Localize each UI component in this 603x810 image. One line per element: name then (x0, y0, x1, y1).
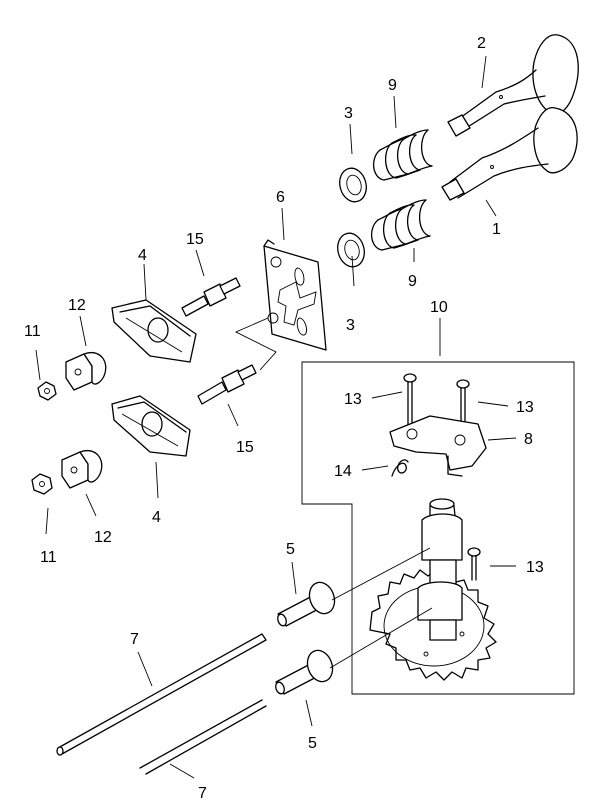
leader-lines (35, 55, 517, 779)
callout-4-upper: 4 (138, 247, 147, 264)
valve-1 (441, 106, 578, 201)
jam-nut-11-upper (37, 381, 57, 401)
callout-13-right: 13 (516, 399, 534, 416)
valve-spring-lower (371, 199, 431, 251)
callout-13-left: 13 (344, 391, 362, 408)
jam-nut-11-lower (31, 473, 53, 495)
callout-12-upper: 12 (68, 297, 86, 314)
callout-8: 8 (524, 431, 533, 448)
spring-clip-14 (391, 459, 409, 477)
spring-retainer-upper (339, 167, 367, 203)
leader-plate-to-stud (234, 317, 277, 371)
callout-14: 14 (334, 463, 352, 480)
callout-11-lower: 11 (40, 549, 57, 566)
screw-13-lower (467, 547, 481, 581)
stud-15-lower (197, 364, 257, 405)
callout-7-lower: 7 (198, 785, 207, 802)
callout-5-lower: 5 (308, 735, 317, 752)
spring-retainer-lower (337, 232, 365, 268)
callout-1: 1 (492, 221, 501, 238)
callout-9-upper: 9 (388, 77, 397, 94)
callout-3-lower: 3 (346, 317, 355, 334)
callout-11-upper: 11 (24, 323, 41, 340)
camshaft (417, 498, 463, 641)
push-rod-7-lower (139, 699, 267, 775)
adjusting-nut-12-lower (61, 449, 103, 489)
callout-15-lower: 15 (236, 439, 254, 456)
callout-12-lower: 12 (94, 529, 112, 546)
callout-10: 10 (430, 299, 448, 316)
valve-2 (447, 34, 579, 137)
callout-7-upper: 7 (130, 631, 139, 648)
tappet-5-lower (275, 607, 433, 695)
callout-labels: 2 1 3 9 3 9 6 15 15 4 4 12 12 11 11 10 1… (24, 35, 544, 802)
adjusting-nut-12-upper (65, 351, 107, 391)
valve-spring-upper (373, 129, 433, 181)
rocker-arm-lower (111, 395, 191, 457)
governor-bracket-8 (389, 415, 487, 477)
callout-13-lower: 13 (526, 559, 544, 576)
camshaft-group-box (301, 361, 575, 695)
callout-5-upper: 5 (286, 541, 295, 558)
tappet-5-upper (277, 547, 431, 627)
callout-4-lower: 4 (152, 509, 161, 526)
callout-3-upper: 3 (344, 105, 353, 122)
callout-15-upper: 15 (186, 231, 204, 248)
callout-9-lower: 9 (408, 273, 417, 290)
push-rod-7-upper (56, 633, 267, 756)
callout-6: 6 (276, 189, 285, 206)
stud-15-upper (181, 277, 241, 317)
callout-2: 2 (477, 35, 486, 52)
rocker-arm-upper (111, 299, 197, 363)
breather-plate-6 (263, 239, 327, 351)
screw-13-left (403, 373, 417, 429)
